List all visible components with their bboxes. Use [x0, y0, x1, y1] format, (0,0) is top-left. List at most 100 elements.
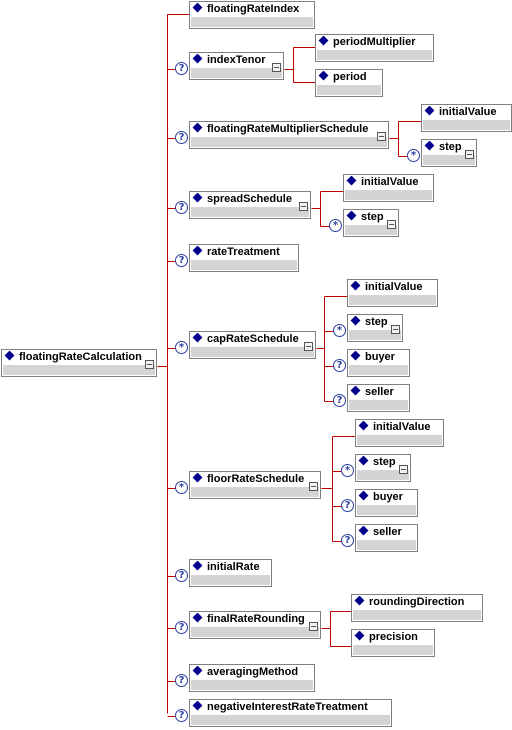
element-node[interactable]: capRateSchedule − [189, 331, 316, 359]
optional-occurrence-icon: ? [175, 62, 188, 75]
repeating-occurrence-icon: * [175, 481, 188, 494]
repeating-occurrence-icon: * [333, 324, 346, 337]
element-label: initialValue [365, 281, 423, 293]
element-diamond-icon [192, 473, 203, 483]
optional-occurrence-icon: ? [175, 201, 188, 214]
optional-occurrence-icon: ? [175, 709, 188, 722]
collapse-icon[interactable]: − [272, 63, 281, 72]
repeating-occurrence-icon: * [175, 341, 188, 354]
optional-occurrence-icon: ? [175, 621, 188, 634]
collapse-icon[interactable]: − [309, 482, 318, 491]
element-node[interactable]: initialValue [347, 279, 438, 307]
element-node[interactable]: floatingRateMultiplierSchedule − [189, 121, 389, 149]
element-node[interactable]: initialValue [343, 174, 434, 202]
element-label: floatingRateIndex [207, 3, 300, 15]
element-diamond-icon [354, 596, 365, 606]
collapse-icon[interactable]: − [145, 360, 154, 369]
element-label: indexTenor [207, 54, 266, 66]
optional-occurrence-icon: ? [175, 131, 188, 144]
element-label: floorRateSchedule [207, 473, 305, 485]
element-label: floatingRateCalculation [19, 351, 142, 363]
element-diamond-icon [192, 3, 203, 13]
element-diamond-icon [350, 281, 361, 291]
collapse-icon[interactable]: − [299, 202, 308, 211]
repeating-occurrence-icon: * [407, 149, 420, 162]
element-node[interactable]: indexTenor − [189, 52, 284, 80]
element-label: floatingRateMultiplierSchedule [207, 123, 369, 135]
element-node[interactable]: step − [343, 209, 399, 237]
collapse-icon[interactable]: − [399, 465, 408, 474]
element-label: rateTreatment [207, 246, 280, 258]
element-diamond-icon [318, 36, 329, 46]
collapse-icon[interactable]: − [391, 325, 400, 334]
element-label: seller [373, 526, 402, 538]
optional-occurrence-icon: ? [341, 499, 354, 512]
repeating-occurrence-icon: * [341, 464, 354, 477]
element-node[interactable]: roundingDirection [351, 594, 483, 622]
element-diamond-icon [192, 246, 203, 256]
element-label: negativeInterestRateTreatment [207, 701, 368, 713]
collapse-icon[interactable]: − [304, 342, 313, 351]
element-label: spreadSchedule [207, 193, 292, 205]
element-label: roundingDirection [369, 596, 465, 608]
element-diamond-icon [192, 193, 203, 203]
collapse-icon[interactable]: − [387, 220, 396, 229]
element-label: seller [365, 386, 394, 398]
element-diamond-icon [192, 561, 203, 571]
element-node[interactable]: buyer [347, 349, 410, 377]
optional-occurrence-icon: ? [175, 569, 188, 582]
element-node[interactable]: initialValue [355, 419, 444, 447]
element-node[interactable]: seller [347, 384, 410, 412]
element-label: initialValue [373, 421, 431, 433]
element-label: buyer [365, 351, 395, 363]
element-diamond-icon [192, 333, 203, 343]
optional-occurrence-icon: ? [175, 674, 188, 687]
element-label: averagingMethod [207, 666, 299, 678]
element-node[interactable]: averagingMethod [189, 664, 315, 692]
element-node[interactable]: period [315, 69, 383, 97]
element-label: finalRateRounding [207, 613, 305, 625]
element-diamond-icon [192, 666, 203, 676]
element-node[interactable]: periodMultiplier [315, 34, 434, 62]
element-label: step [361, 211, 384, 223]
optional-occurrence-icon: ? [333, 359, 346, 372]
element-node[interactable]: floatingRateIndex [189, 1, 315, 29]
element-label: initialValue [361, 176, 419, 188]
element-node[interactable]: finalRateRounding − [189, 611, 321, 639]
element-diamond-icon [350, 351, 361, 361]
element-diamond-icon [346, 211, 357, 221]
element-label: step [373, 456, 396, 468]
element-label: step [439, 141, 462, 153]
element-node[interactable]: spreadSchedule − [189, 191, 311, 219]
element-node[interactable]: rateTreatment [189, 244, 299, 272]
repeating-occurrence-icon: * [329, 219, 342, 232]
element-diamond-icon [424, 106, 435, 116]
element-diamond-icon [192, 613, 203, 623]
collapse-icon[interactable]: − [377, 132, 386, 141]
element-diamond-icon [358, 526, 369, 536]
element-node[interactable]: buyer [355, 489, 418, 517]
root-element-node[interactable]: floatingRateCalculation − [1, 349, 157, 377]
element-diamond-icon [358, 421, 369, 431]
element-diamond-icon [4, 351, 15, 361]
element-diamond-icon [346, 176, 357, 186]
collapse-icon[interactable]: − [465, 150, 474, 159]
collapse-icon[interactable]: − [309, 622, 318, 631]
element-node[interactable]: initialValue [421, 104, 512, 132]
element-node[interactable]: step − [347, 314, 403, 342]
element-diamond-icon [424, 141, 435, 151]
element-node[interactable]: step − [355, 454, 411, 482]
element-node[interactable]: step − [421, 139, 477, 167]
element-diamond-icon [192, 701, 203, 711]
element-node[interactable]: seller [355, 524, 418, 552]
optional-occurrence-icon: ? [341, 534, 354, 547]
element-node[interactable]: floorRateSchedule − [189, 471, 321, 499]
element-node[interactable]: initialRate [189, 559, 272, 587]
element-node[interactable]: negativeInterestRateTreatment [189, 699, 392, 727]
element-label: precision [369, 631, 418, 643]
element-label: initialRate [207, 561, 260, 573]
element-node[interactable]: precision [351, 629, 435, 657]
element-diamond-icon [350, 316, 361, 326]
